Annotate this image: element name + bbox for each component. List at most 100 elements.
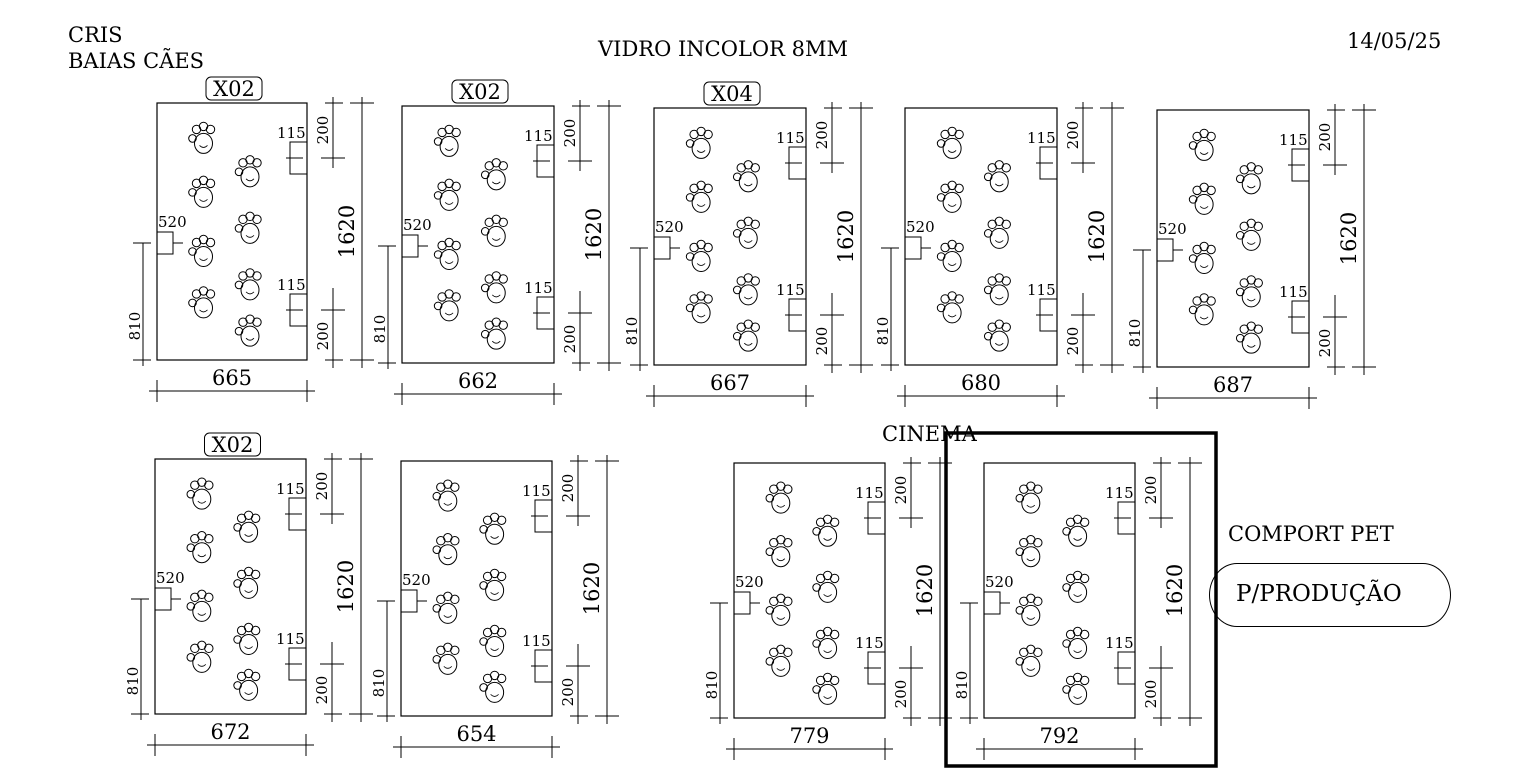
paw-print-icon [1188,128,1216,161]
paw-print-icon [433,178,461,211]
hinge-size-label: 115 [522,632,551,650]
offset-dimension-label: 810 [124,667,142,696]
offset-dimension-label: 810 [874,317,892,346]
hinge-offset-label: 200 [561,325,579,354]
paw-print-icon [1235,162,1263,195]
glass-panel [154,458,307,715]
hinge-size-label: 115 [1105,634,1134,652]
width-dimension-label: 672 [210,720,250,744]
paw-print-icon [765,535,793,568]
paw-print-icon [983,216,1011,249]
paw-print-icon [936,180,964,213]
paw-print-icon [479,512,507,545]
hinge-size-label: 115 [524,127,553,145]
lock-cutout [653,236,671,260]
hinge-offset-label: 200 [892,476,910,505]
paw-print-icon [433,124,461,157]
hinge-offset-label: 200 [314,322,332,351]
hinge-offset-label: 200 [1142,680,1160,709]
hinge-offset-label: 200 [313,676,331,705]
hinge-offset-label: 200 [892,680,910,709]
lock-size-label: 520 [1158,220,1187,238]
lock-size-label: 520 [158,213,187,231]
paw-print-icon [432,642,460,675]
width-dimension-label: 680 [961,371,1001,395]
hinge-size-label: 115 [522,482,551,500]
hinge-size-label: 115 [277,276,306,294]
glass-panel [983,462,1136,719]
paw-print-icon [234,211,262,244]
quantity-tag [451,79,509,104]
paw-print-icon [685,239,713,272]
hinge-offset-label: 200 [1316,123,1334,152]
paw-print-icon [1062,626,1090,659]
height-dimension-label: 1620 [834,210,858,263]
paw-print-icon [936,239,964,272]
offset-dimension-label: 810 [371,315,389,344]
hinge-size-label: 115 [1279,131,1308,149]
paw-print-icon [732,273,760,306]
lock-size-label: 520 [735,573,764,591]
hinge-size-label: 115 [1027,129,1056,147]
hinge-offset-label: 200 [1316,329,1334,358]
offset-dimension-label: 810 [370,669,388,698]
hinge-offset-label: 200 [561,119,579,148]
paw-print-icon [765,481,793,514]
paw-print-icon [188,286,216,319]
lock-size-label: 520 [906,218,935,236]
lock-size-label: 520 [156,569,185,587]
hinge-size-label: 115 [1105,484,1134,502]
height-dimension-label: 1620 [582,208,606,261]
production-badge: P/PRODUÇÃO [1209,563,1451,627]
paw-print-icon [732,216,760,249]
paw-print-icon [732,319,760,352]
paw-print-icon [1062,514,1090,547]
quantity-label: X02 [212,433,254,457]
lock-cutout [983,591,1001,615]
hinge-size-label: 115 [776,281,805,299]
hinge-offset-label: 200 [813,121,831,150]
width-dimension-label: 665 [212,366,252,390]
paw-print-icon [1235,321,1263,354]
paw-print-icon [188,121,216,154]
height-dimension-label: 1620 [334,560,358,613]
paw-print-icon [186,640,214,673]
paw-print-icon [186,531,214,564]
page-title: VIDRO INCOLOR 8MM [598,37,848,61]
paw-print-icon [812,514,840,547]
paw-print-icon [812,672,840,705]
quantity-tag [204,432,261,457]
paw-print-icon [233,668,261,701]
paw-print-icon [1235,275,1263,308]
height-dimension-label: 1620 [1337,212,1361,265]
paw-print-icon [1015,644,1043,677]
hinge-size-label: 115 [1027,281,1056,299]
height-dimension-label: 1620 [580,562,604,615]
width-dimension-label: 662 [458,369,498,393]
paw-print-icon [765,593,793,626]
offset-dimension-label: 810 [126,312,144,341]
hinge-offset-label: 200 [313,472,331,501]
hinge-size-label: 115 [524,279,553,297]
paw-print-icon [1015,593,1043,626]
hinge-offset-label: 200 [1064,121,1082,150]
quantity-tag [205,76,263,101]
paw-print-icon [233,622,261,655]
lock-size-label: 520 [985,573,1014,591]
paw-print-icon [1188,241,1216,274]
lock-cutout [401,234,419,258]
lock-cutout [904,236,922,260]
width-dimension-label: 792 [1039,724,1079,748]
lock-size-label: 520 [403,216,432,234]
hinge-size-label: 115 [855,484,884,502]
width-dimension-label: 667 [710,371,750,395]
client-name: CRIS [68,23,123,47]
lock-cutout [1156,238,1174,262]
paw-print-icon [1062,672,1090,705]
hinge-offset-label: 200 [559,678,577,707]
